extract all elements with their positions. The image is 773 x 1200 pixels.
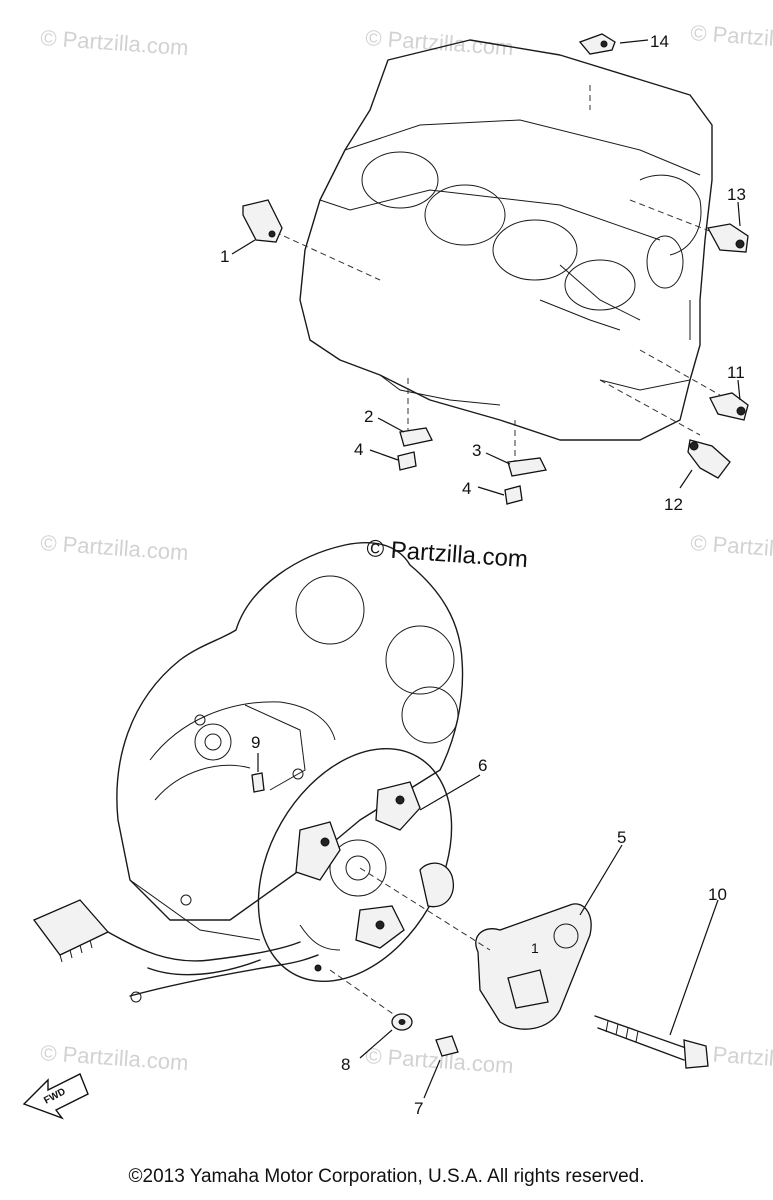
pickup-base-plate-part-6 — [257, 748, 454, 982]
bracket-part-2 — [399, 427, 433, 447]
part-marking: 1 — [531, 940, 539, 956]
callout-9: 9 — [251, 733, 260, 752]
screw-part-4-lower — [504, 485, 523, 505]
bracket-part-3 — [507, 457, 547, 477]
bracket-part-1 — [242, 199, 283, 243]
callout-13: 13 — [727, 185, 746, 204]
crankcase-cover-illustration — [116, 542, 464, 941]
engine-block-illustration — [299, 39, 713, 441]
bracket-part-14 — [578, 33, 616, 55]
callout-8: 8 — [341, 1055, 350, 1074]
screw-part-7 — [435, 1035, 459, 1057]
callout-4-lower: 4 — [462, 479, 471, 498]
callout-5: 5 — [617, 828, 626, 847]
bolt-part-10 — [594, 1015, 709, 1069]
watermark-text: © Partzilla.com — [40, 25, 190, 60]
callout-6: 6 — [478, 756, 487, 775]
washer-part-8 — [329, 969, 413, 1031]
assembly-lines-upper — [274, 85, 721, 465]
watermark-text: © Partzilla.com — [40, 1040, 190, 1075]
bracket-part-11 — [709, 392, 749, 421]
callout-12: 12 — [664, 495, 683, 514]
watermark-text: © Partzilla.com — [365, 25, 515, 60]
watermark-text: © Partzilla.com — [40, 530, 190, 565]
watermark-text: © Partzilla.com — [690, 20, 773, 55]
pickup-bracket-part-5 — [359, 867, 592, 1030]
bracket-part-13 — [706, 223, 749, 253]
callout-1: 1 — [220, 247, 229, 266]
center-watermark-text: © Partzilla.com — [366, 535, 529, 573]
callout-7: 7 — [414, 1099, 423, 1118]
callout-4-upper: 4 — [354, 440, 363, 459]
callout-14: 14 — [650, 32, 669, 51]
bracket-part-12 — [687, 439, 731, 479]
callout-2: 2 — [364, 407, 373, 426]
leader-lines-lower — [257, 753, 719, 1099]
callout-10: 10 — [708, 885, 727, 904]
watermark-text: © Partzilla.com — [690, 530, 773, 565]
callout-3: 3 — [472, 441, 481, 460]
callout-11: 11 — [727, 363, 745, 382]
fwd-arrow-icon: FWD — [22, 1073, 89, 1120]
leader-lines-upper — [231, 39, 741, 496]
copyright-text: ©2013 Yamaha Motor Corporation, U.S.A. A… — [128, 1166, 645, 1187]
dowel-pin-part-9 — [251, 772, 265, 793]
wire-harness-connector — [32, 899, 319, 1003]
screw-part-4-upper — [397, 451, 417, 471]
